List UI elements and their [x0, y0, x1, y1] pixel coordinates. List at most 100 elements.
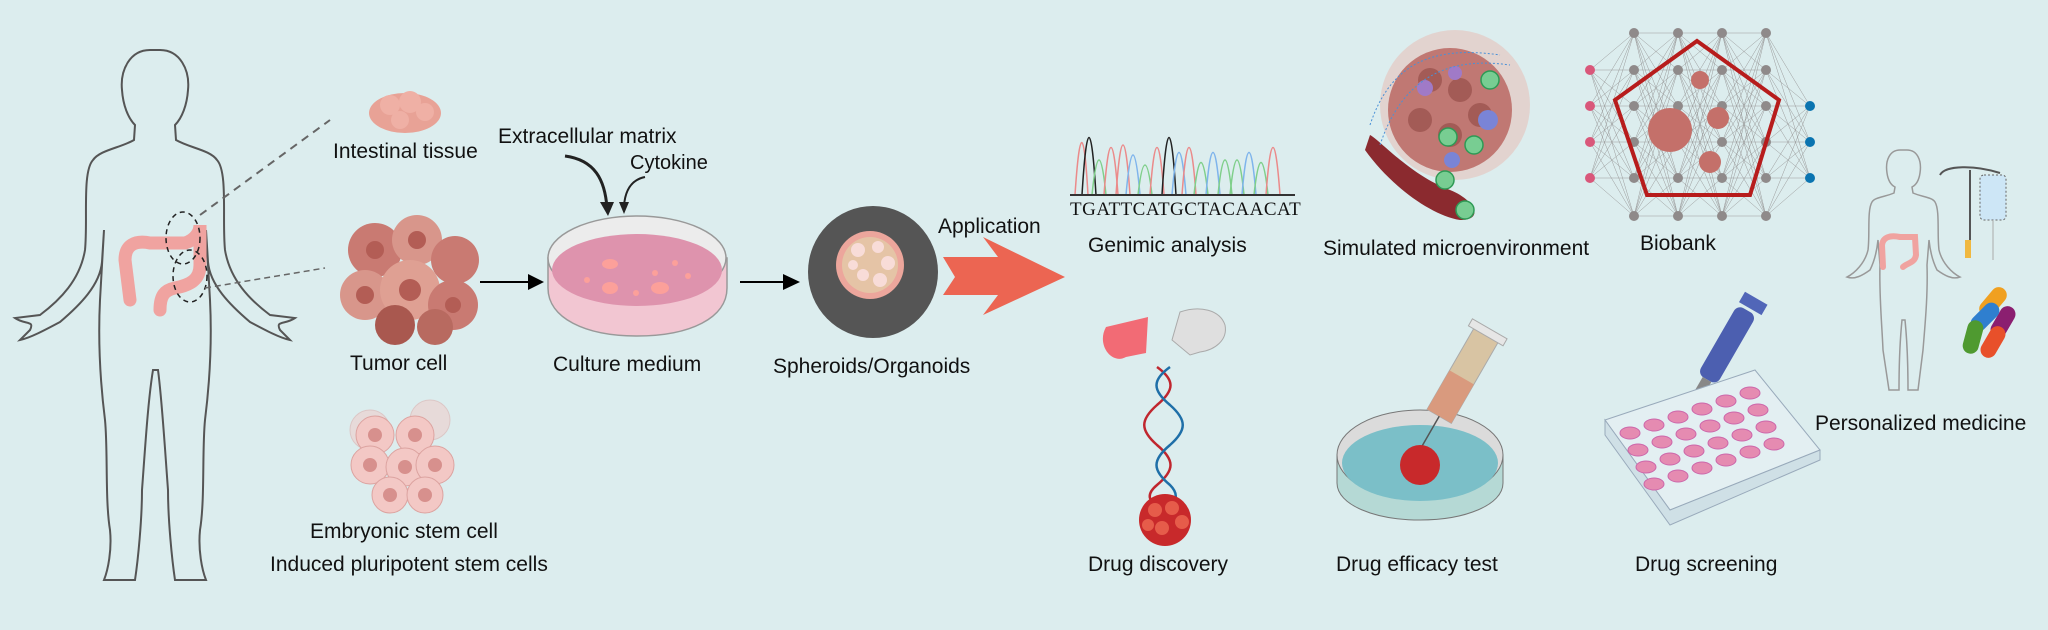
- hidden-node: [1717, 137, 1727, 147]
- network-edge: [1677, 32, 1723, 217]
- tissue-callout-circle: [165, 211, 201, 265]
- plate-well: [1707, 436, 1729, 450]
- drug-discovery-icon: [1102, 308, 1226, 546]
- organoid-sample: [1648, 108, 1692, 152]
- hidden-node: [1673, 28, 1683, 38]
- tumor-cell-label: Tumor cell: [350, 352, 448, 375]
- hidden-node: [1717, 28, 1727, 38]
- organoid-label: Spheroids/Organoids: [773, 355, 971, 378]
- network-edge: [1589, 69, 1635, 217]
- culture-arrows: [564, 154, 646, 216]
- microenvironment-icon: [1365, 30, 1530, 220]
- plate-well: [1643, 418, 1665, 432]
- network-edge: [1589, 32, 1635, 71]
- hidden-node: [1717, 65, 1727, 75]
- plate-well: [1763, 437, 1785, 451]
- network-edge: [1765, 105, 1811, 217]
- patient-outline: [1845, 149, 1962, 391]
- hidden-node: [1673, 101, 1683, 111]
- plate-well: [1667, 410, 1689, 424]
- intestinal-tissue-icon: [369, 91, 441, 133]
- hidden-node: [1673, 211, 1683, 221]
- plate-well: [1691, 461, 1713, 475]
- input-node: [1585, 137, 1595, 147]
- tumor-cell-cluster-icon: [340, 215, 479, 345]
- ipsc-label: Induced pluripotent stem cells: [270, 553, 548, 576]
- drug-discovery-label: Drug discovery: [1088, 553, 1229, 576]
- plate-well: [1667, 469, 1689, 483]
- patient-colon: [1878, 233, 1920, 270]
- plate-well: [1715, 394, 1737, 408]
- plate-well: [1619, 426, 1641, 440]
- tissue-dashed-connector: [199, 119, 331, 216]
- plate-well: [1635, 460, 1657, 474]
- hidden-node: [1673, 173, 1683, 183]
- drug-screening-icon: [1604, 291, 1821, 526]
- network-edge: [1633, 32, 1679, 143]
- plate-well: [1723, 411, 1745, 425]
- ecm-arrow: [564, 154, 609, 209]
- culture-dish-icon: [547, 215, 728, 337]
- hidden-node: [1629, 211, 1639, 221]
- genomic-analysis-label: Genimic analysis: [1088, 234, 1247, 257]
- network-edge: [1633, 32, 1679, 71]
- hidden-node: [1761, 65, 1771, 75]
- plate-well: [1651, 435, 1673, 449]
- network-edge: [1721, 69, 1767, 217]
- plate-well: [1627, 443, 1649, 457]
- network-edge: [1589, 69, 1635, 179]
- chromatogram-icon: [1070, 137, 1295, 196]
- arrow-to-culture: [480, 274, 544, 290]
- drug-efficacy-icon: [1336, 318, 1508, 521]
- hidden-node: [1629, 101, 1639, 111]
- output-node: [1805, 173, 1815, 183]
- network-edge: [1589, 105, 1635, 179]
- organoid-sample: [1707, 107, 1729, 129]
- plate-well: [1675, 427, 1697, 441]
- microenvironment-label: Simulated microenvironment: [1323, 237, 1590, 260]
- dna-sequence: TGATTCATGCTACAACAT: [1070, 199, 1302, 220]
- personalized-medicine-icon: [1845, 149, 2016, 391]
- input-node: [1585, 101, 1595, 111]
- network-edge: [1765, 32, 1811, 107]
- hidden-node: [1673, 65, 1683, 75]
- organoid-sample: [1691, 71, 1709, 89]
- network-edge: [1765, 141, 1811, 217]
- embryonic-stem-cell-label: Embryonic stem cell: [310, 520, 498, 543]
- organoid-sample: [1699, 151, 1721, 173]
- capsule-red-half: [1102, 317, 1148, 359]
- network-edge: [1721, 105, 1767, 217]
- network-edge: [1677, 32, 1723, 107]
- plate-well: [1747, 403, 1769, 417]
- capsule-gray-half: [1171, 308, 1226, 356]
- ecm-label: Extracellular matrix: [498, 125, 677, 148]
- network-edge: [1633, 32, 1679, 179]
- intestinal-tissue-label: Intestinal tissue: [333, 140, 478, 163]
- hidden-node: [1761, 211, 1771, 221]
- tumor-callout-circle: [172, 249, 208, 303]
- syringe-icon: [1421, 318, 1508, 447]
- stem-cell-cluster-icon: [349, 399, 455, 514]
- network-edge: [1677, 32, 1723, 179]
- network-edge: [1721, 141, 1767, 179]
- culture-medium-label: Culture medium: [553, 353, 702, 376]
- biobank-network-icon: [1585, 28, 1815, 221]
- network-edge: [1765, 105, 1811, 179]
- application-arrow: [943, 237, 1065, 315]
- network-edge: [1721, 105, 1767, 179]
- input-node: [1585, 173, 1595, 183]
- tumor-spheroid-in-dish: [1400, 445, 1440, 485]
- network-edge: [1589, 32, 1635, 179]
- cytokine-arrow: [623, 176, 646, 207]
- drug-screening-label: Drug screening: [1635, 553, 1778, 576]
- output-node: [1805, 137, 1815, 147]
- plate-well: [1731, 428, 1753, 442]
- network-edge: [1677, 69, 1723, 217]
- personalized-medicine-label: Personalized medicine: [1815, 412, 2027, 435]
- network-edge: [1677, 32, 1723, 71]
- iv-bag-icon: [1979, 174, 2007, 221]
- network-edge: [1721, 32, 1767, 179]
- network-edge: [1765, 32, 1811, 179]
- application-label: Application: [938, 215, 1041, 238]
- body-outline: [12, 49, 298, 581]
